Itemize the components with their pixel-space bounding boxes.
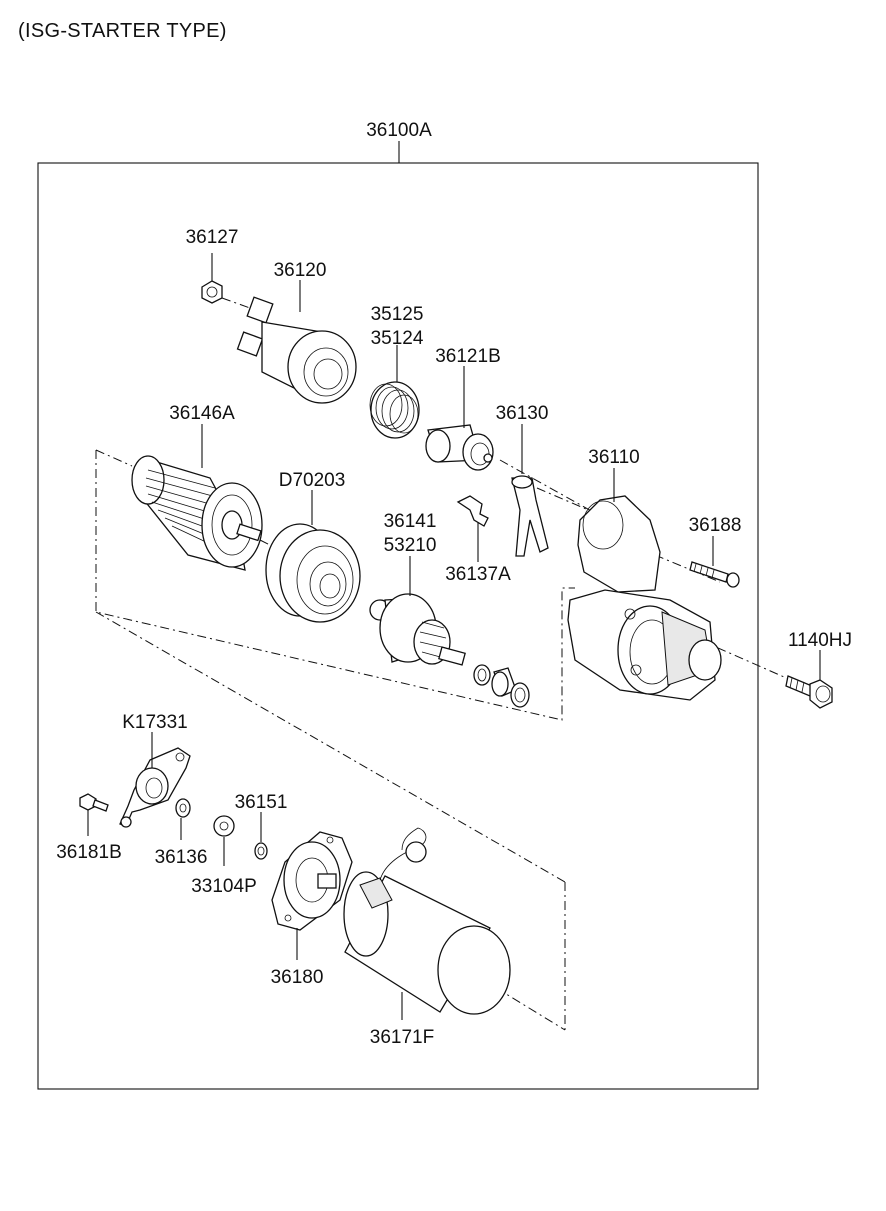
part-36130-lever xyxy=(511,475,549,557)
label-36151: 36151 xyxy=(235,792,288,813)
part-33104P-washer xyxy=(213,815,235,837)
part-pinion-washers xyxy=(473,664,530,708)
label-33104P: 33104P xyxy=(191,876,257,897)
part-36110-housing xyxy=(567,495,722,701)
part-36136-washer xyxy=(175,798,191,818)
label-K17331: K17331 xyxy=(122,712,188,733)
part-35125-spring xyxy=(369,381,420,439)
label-36127: 36127 xyxy=(186,227,239,248)
label-36136: 36136 xyxy=(155,847,208,868)
label-53210: 53210 xyxy=(384,535,437,556)
label-36100A: 36100A xyxy=(366,120,432,141)
part-K17331-bracket xyxy=(119,747,191,828)
part-36151-ring xyxy=(254,842,268,860)
part-D70203-ring xyxy=(265,523,361,623)
part-36146A-armature xyxy=(131,455,263,571)
part-36180-end-cover xyxy=(271,831,353,931)
label-36146A: 36146A xyxy=(169,403,235,424)
part-36141-pinion-clutch xyxy=(369,593,466,666)
part-36137A-clip xyxy=(456,495,489,527)
part-36171F-yoke xyxy=(343,827,511,1015)
part-36188-bolt xyxy=(689,561,740,588)
part-36181B-screw xyxy=(79,793,109,812)
label-35124: 35124 xyxy=(371,328,424,349)
label-D70203: D70203 xyxy=(279,470,346,491)
label-36137A: 36137A xyxy=(445,564,511,585)
label-36141: 36141 xyxy=(384,511,437,532)
label-36121B: 36121B xyxy=(435,346,501,367)
diagram-title: (ISG-STARTER TYPE) xyxy=(18,20,227,42)
label-36188: 36188 xyxy=(689,515,742,536)
part-36120-solenoid xyxy=(236,296,357,404)
label-36130: 36130 xyxy=(496,403,549,424)
label-36120: 36120 xyxy=(274,260,327,281)
label-1140HJ: 1140HJ xyxy=(788,630,852,651)
label-36171F: 36171F xyxy=(370,1027,434,1048)
label-35125: 35125 xyxy=(371,304,424,325)
label-36180: 36180 xyxy=(271,967,324,988)
label-36110: 36110 xyxy=(588,447,639,468)
label-36181B: 36181B xyxy=(56,842,122,863)
assembly-frame xyxy=(37,162,759,1090)
part-36121B-plunger xyxy=(425,424,494,471)
part-1140HJ-bolt xyxy=(785,675,833,709)
part-36127-nut xyxy=(201,280,223,304)
